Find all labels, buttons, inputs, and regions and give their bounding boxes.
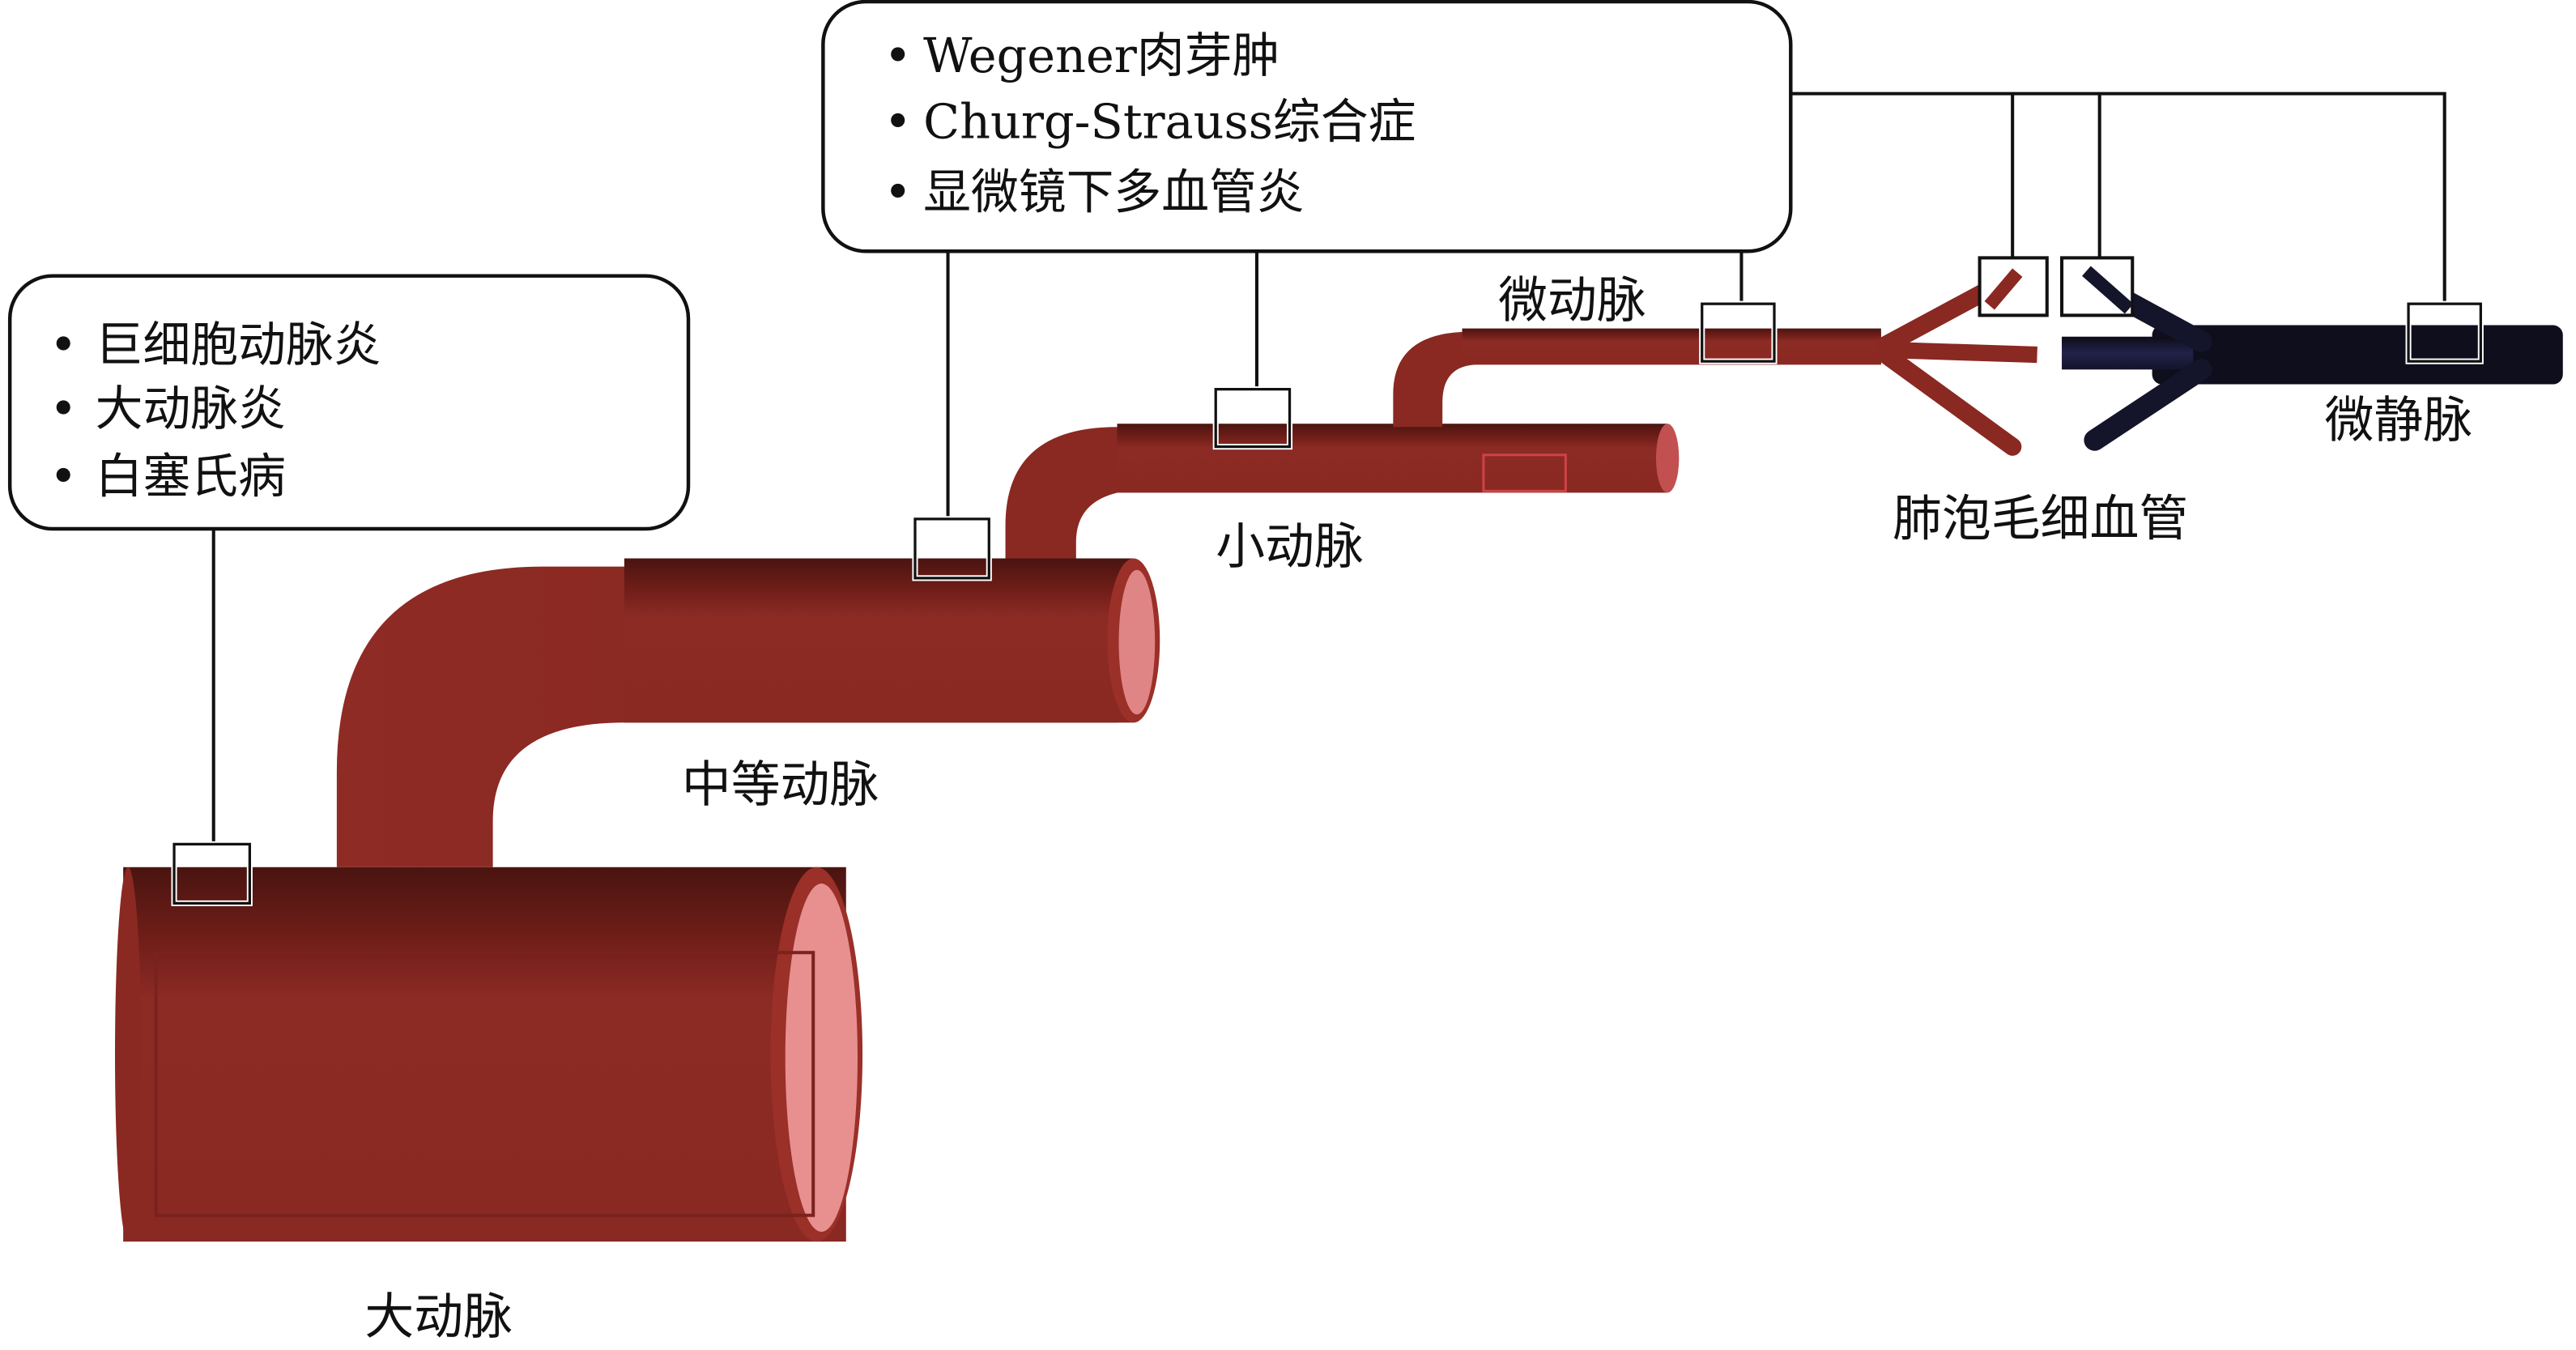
arteriole-branch-down [1876, 345, 2022, 456]
aorta-lumen [785, 884, 858, 1232]
small-artery-highlight [1482, 454, 1567, 492]
callout-item-giant-cell-arteritis: 巨细胞动脉炎 [96, 317, 381, 373]
arteriole-branch-mid [1885, 341, 2037, 364]
callout-bullet: • [49, 317, 78, 373]
label-medium-artery: 中等动脉 [682, 757, 879, 814]
small-artery [1005, 424, 1680, 559]
venule-branch-down [2084, 359, 2212, 451]
venule [2062, 268, 2563, 451]
leader-line-connector [1790, 92, 2446, 304]
callout-item-behcet-disease: 白塞氏病 [96, 448, 286, 504]
label-alveolar-capillary: 肺泡毛细血管 [1893, 491, 2188, 547]
small-vessel-callout-box [821, 0, 1793, 253]
capillary-arterial-segment [1984, 268, 2023, 310]
capillary-venous-segment [2082, 266, 2134, 314]
aorta-shading [154, 951, 815, 1217]
site-markers [171, 256, 2484, 906]
arteriole-body [1462, 328, 1881, 365]
aorta-body [123, 867, 846, 1242]
callout-bullet: • [49, 381, 78, 437]
leader-lines [211, 92, 2446, 843]
aorta-left-edge [115, 867, 142, 1242]
label-aorta: 大动脉 [364, 1289, 513, 1346]
medium-artery [624, 558, 1160, 723]
callout-item-wegener: Wegener肉芽肿 [923, 28, 1279, 83]
medium-artery-lumen [1118, 569, 1156, 715]
callout-item-churg-strauss: Churg-Strauss综合症 [923, 93, 1416, 149]
callout-bullet: • [884, 164, 912, 220]
site-marker-arteriole-outline [1701, 302, 1776, 363]
large-vessel-callout-box [7, 274, 691, 531]
callout-item-takayasu-arteritis: 大动脉炎 [96, 381, 286, 437]
callout-bullet: • [49, 448, 78, 504]
site-marker-venule-outline [2407, 302, 2482, 363]
small-artery-end-cap [1655, 424, 1680, 493]
label-venule: 微静脉 [2325, 392, 2473, 449]
site-marker-small-artery-outline [1214, 388, 1292, 449]
site-marker-medium-artery-outline [913, 517, 990, 580]
callout-bullet: • [884, 93, 912, 149]
large-vessel-callout: • 巨细胞动脉炎 • 大动脉炎 • 白塞氏病 [7, 274, 691, 531]
medium-artery-body [624, 558, 1134, 723]
venule-mid [2062, 336, 2194, 370]
small-artery-body [1117, 424, 1668, 493]
venule-body [2152, 325, 2563, 385]
label-small-artery: 小动脉 [1216, 519, 1364, 576]
callout-bullet: • [884, 28, 912, 83]
small-vessel-callout: • Wegener肉芽肿 • Churg-Strauss综合症 • 显微镜下多血… [821, 0, 1793, 253]
label-arteriole: 微动脉 [1498, 272, 1646, 329]
callout-item-microscopic-polyangiitis: 显微镜下多血管炎 [923, 164, 1305, 220]
site-marker-aorta-outline [172, 842, 251, 905]
